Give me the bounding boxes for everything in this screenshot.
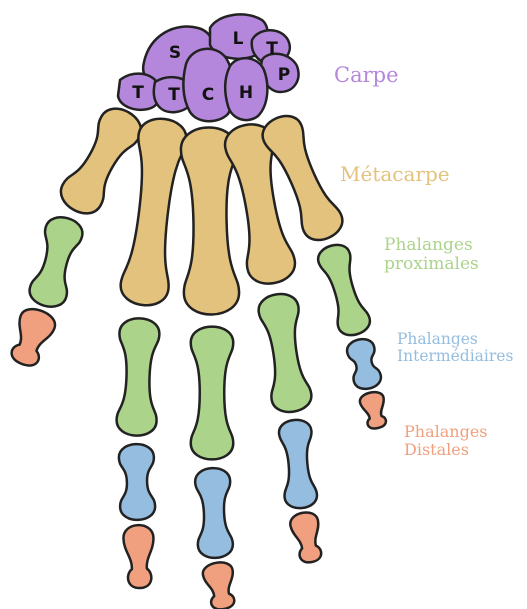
thumb-distal-phalanx xyxy=(5,305,58,371)
label-intermediaires-line2: Intermédiaires xyxy=(397,348,513,365)
thumb-metacarpal xyxy=(55,102,148,221)
carpal-letter-c: C xyxy=(202,85,214,105)
little-intermediate-phalanx xyxy=(345,337,383,392)
carpal-letter-h: H xyxy=(239,83,253,103)
index-intermediate-phalanx xyxy=(119,444,156,521)
carpal-letter-s: S xyxy=(169,43,181,63)
label-proximales-line2: proximales xyxy=(384,255,479,274)
index-proximal-phalanx xyxy=(116,318,160,436)
carpal-bones: S L T P T T C H xyxy=(118,14,298,121)
little-proximal-phalanx xyxy=(315,241,373,339)
carpal-letter-p: P xyxy=(278,65,290,85)
label-distales-line1: Phalanges xyxy=(404,423,488,441)
ring-distal-phalanx xyxy=(288,510,325,565)
hand-bones xyxy=(5,102,390,609)
carpal-letter-t-triquetrum: T xyxy=(266,39,278,59)
label-phalanges-intermediaires: Phalanges Intermédiaires xyxy=(397,331,513,366)
label-intermediaires-line1: Phalanges xyxy=(397,331,513,348)
middle-proximal-phalanx xyxy=(191,327,234,460)
carpal-letter-t-trapezoid: T xyxy=(168,85,180,105)
label-phalanges-proximales: Phalanges proximales xyxy=(384,236,479,274)
label-phalanges-distales: Phalanges Distales xyxy=(404,423,488,459)
thumb-proximal-phalanx xyxy=(26,213,85,310)
ring-proximal-phalanx xyxy=(257,291,314,414)
label-carpe: Carpe xyxy=(334,64,399,88)
label-metacarpe: Métacarpe xyxy=(340,163,450,185)
label-metacarpe-text: Métacarpe xyxy=(340,163,450,185)
index-distal-phalanx xyxy=(123,525,155,589)
middle-distal-phalanx xyxy=(201,560,238,609)
carpal-letter-t-trapezium: T xyxy=(132,83,144,103)
little-distal-phalanx xyxy=(358,390,389,431)
middle-intermediate-phalanx xyxy=(195,467,234,558)
carpal-letter-l: L xyxy=(233,29,244,49)
label-proximales-line1: Phalanges xyxy=(384,236,479,255)
ring-intermediate-phalanx xyxy=(278,419,318,510)
label-distales-line2: Distales xyxy=(404,441,488,459)
label-carpe-text: Carpe xyxy=(334,64,399,88)
